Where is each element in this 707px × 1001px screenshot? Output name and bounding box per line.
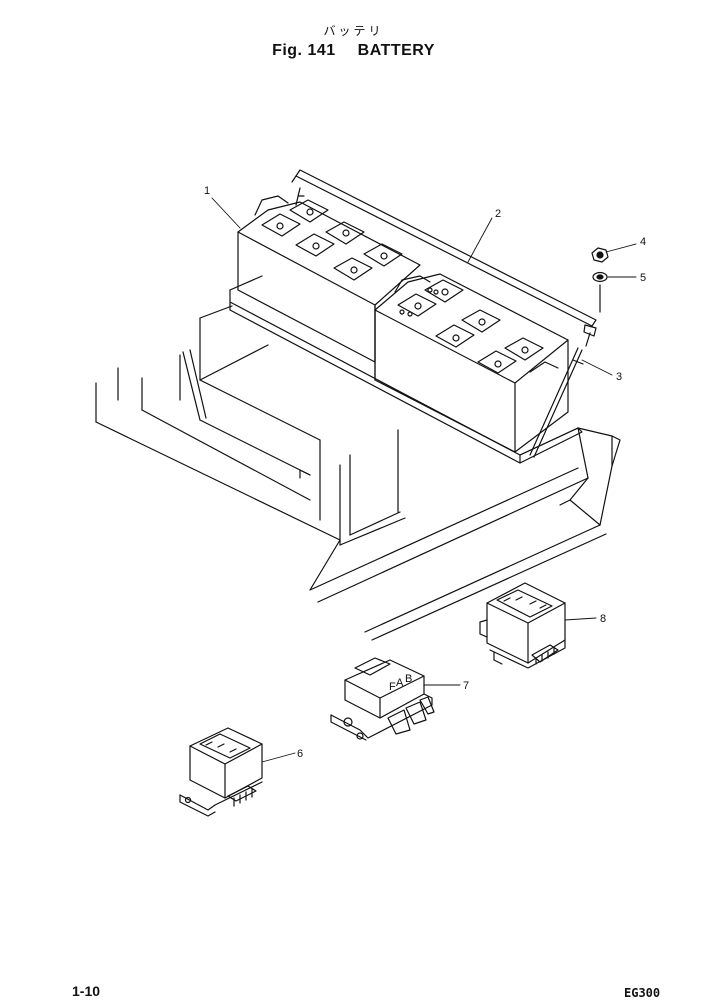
callout-3: 3 <box>616 371 622 383</box>
relay-6 <box>179 727 263 817</box>
figure-title: Fig. 141 BATTERY <box>0 42 707 60</box>
callout-1: 1 <box>204 185 210 197</box>
callout-8: 8 <box>600 613 606 625</box>
figure-number: Fig. 141 <box>272 42 336 59</box>
japanese-title: バッテリ <box>323 24 384 38</box>
relay-8 <box>479 582 566 669</box>
callout-7: 7 <box>463 680 469 692</box>
battery-front-cells <box>397 279 544 374</box>
j-bolt <box>295 187 584 458</box>
battery-rear-cells <box>261 199 403 281</box>
hold-down-bar <box>291 169 597 347</box>
model-code: EG300 <box>624 986 661 1000</box>
figure-name: BATTERY <box>357 42 435 59</box>
washer <box>592 271 608 313</box>
battery-tray <box>229 275 583 464</box>
battery-rear <box>237 195 421 381</box>
leader-lines <box>211 197 637 763</box>
regulator-mark-f: F <box>389 681 396 693</box>
regulator-7 <box>330 657 435 741</box>
battery-front <box>374 273 569 453</box>
regulator-mark-a: A <box>396 677 404 689</box>
page-number: 1-10 <box>72 983 101 999</box>
nut <box>591 247 609 263</box>
chassis-frame <box>95 305 621 641</box>
regulator-mark-b: B <box>405 673 412 685</box>
callout-labels: 1 2 3 4 5 6 7 8 A F B <box>204 185 646 760</box>
callout-6: 6 <box>297 748 303 760</box>
callout-2: 2 <box>495 208 501 220</box>
callout-4: 4 <box>640 236 646 248</box>
callout-5: 5 <box>640 272 646 284</box>
